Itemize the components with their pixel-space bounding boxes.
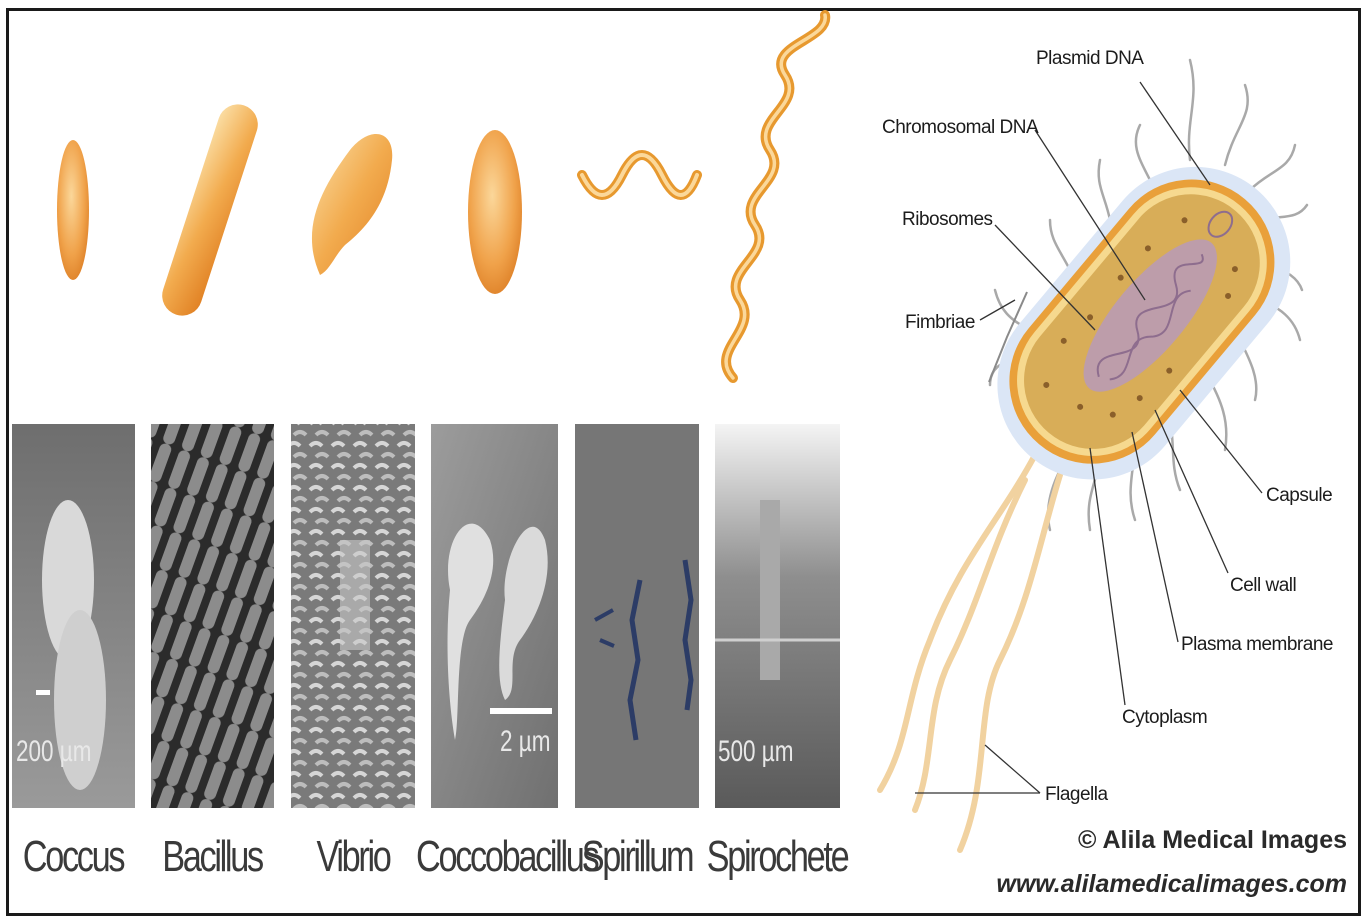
- bacterial-cell-diagram: [880, 60, 1329, 850]
- bacillus-illustration: [157, 99, 263, 321]
- copyright-notice: © Alila Medical Images: [1078, 826, 1347, 855]
- scale-bar-coccus: 200 µm: [16, 735, 92, 769]
- label-ribosomes: Ribosomes: [902, 209, 993, 231]
- label-coccobacillus: Coccobacillus: [416, 832, 572, 882]
- label-bacillus: Bacillus: [134, 832, 290, 882]
- vibrio-illustration: [312, 134, 392, 275]
- spirillum-micrograph: [575, 424, 699, 808]
- label-flagella: Flagella: [1045, 784, 1108, 806]
- spirillum-illustration: [582, 155, 697, 195]
- label-plasma-membrane: Plasma membrane: [1181, 634, 1333, 656]
- coccobacillus-illustration: [468, 130, 522, 294]
- spirochete-illustration: [726, 15, 825, 378]
- label-chromosomal-dna: Chromosomal DNA: [882, 117, 1038, 139]
- label-spirochete: Spirochete: [699, 832, 855, 882]
- label-plasmid-dna: Plasmid DNA: [1036, 48, 1143, 70]
- coccus-illustration: [57, 140, 89, 280]
- label-spirillum: Spirillum: [559, 832, 715, 882]
- scale-bar-spirochete: 500 µm: [718, 735, 794, 769]
- label-cytoplasm: Cytoplasm: [1122, 707, 1207, 729]
- label-capsule: Capsule: [1266, 485, 1332, 507]
- website-credit: www.alilamedicalimages.com: [996, 870, 1347, 899]
- label-cell-wall: Cell wall: [1230, 575, 1296, 597]
- bacillus-micrograph: [151, 424, 274, 808]
- scale-bar-coccobacillus: 2 µm: [500, 725, 550, 759]
- label-coccus: Coccus: [0, 832, 151, 882]
- label-vibrio: Vibrio: [275, 832, 431, 882]
- vibrio-micrograph: [291, 424, 415, 808]
- label-fimbriae: Fimbriae: [905, 312, 975, 334]
